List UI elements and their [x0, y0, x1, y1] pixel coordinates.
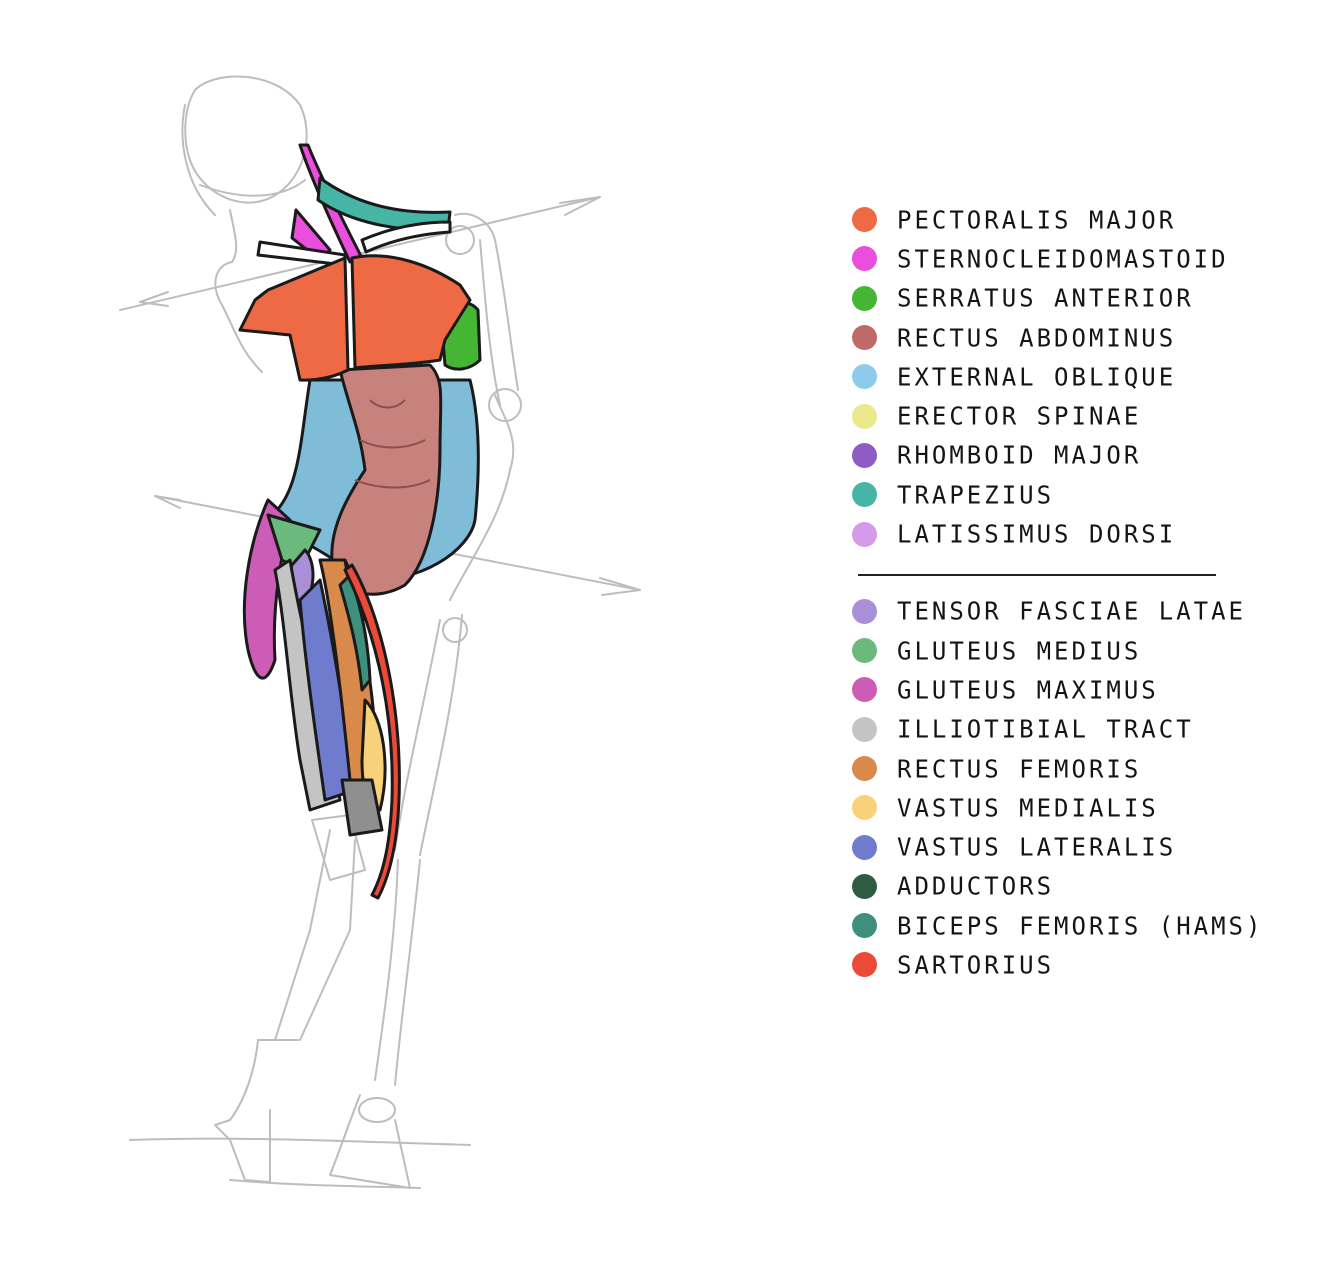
legend-color-dot [852, 795, 877, 821]
legend-item: SERRATUS ANTERIOR [840, 279, 1280, 318]
legend-item: ADDUCTORS [840, 867, 1280, 906]
legend-color-dot [852, 246, 877, 272]
legend-item: GLUTEUS MEDIUS [840, 631, 1280, 670]
legend-label: PECTORALIS MAJOR [897, 204, 1177, 235]
legend-label: VASTUS MEDIALIS [897, 793, 1159, 823]
legend-color-dot [852, 207, 877, 233]
legend-item: VASTUS MEDIALIS [840, 788, 1280, 827]
legend-item: ILLIOTIBIAL TRACT [840, 710, 1280, 749]
legend-label: BICEPS FEMORIS (HAMS) [897, 910, 1264, 941]
legend-color-dot [852, 952, 877, 978]
legend-color-dot [852, 364, 877, 390]
legend-item: RECTUS ABDOMINUS [840, 318, 1280, 357]
legend-label: EXTERNAL OBLIQUE [897, 362, 1177, 392]
legend-label: ILLIOTIBIAL TRACT [897, 714, 1194, 744]
legend-item: VASTUS LATERALIS [840, 827, 1280, 866]
legend-label: RECTUS FEMORIS [897, 753, 1142, 784]
anatomy-figure [119, 75, 641, 1189]
legend-item: TRAPEZIUS [840, 475, 1280, 514]
legend-label: GLUTEUS MEDIUS [897, 635, 1142, 666]
legend-color-dot [852, 716, 877, 742]
legend-item: PECTORALIS MAJOR [840, 200, 1280, 239]
legend-label: ADDUCTORS [897, 871, 1055, 902]
legend-color-dot [852, 442, 877, 468]
legend-label: SERRATUS ANTERIOR [897, 283, 1194, 313]
legend-color-dot [852, 873, 877, 899]
legend-label: VASTUS LATERALIS [897, 832, 1177, 862]
legend-label: STERNOCLEIDOMASTOID [897, 244, 1229, 274]
legend-label: RHOMBOID MAJOR [897, 440, 1142, 471]
legend-color-dot [852, 403, 877, 429]
legend-color-dot [852, 638, 877, 664]
legend-color-dot [852, 756, 877, 781]
legend-item: ERECTOR SPINAE [840, 396, 1280, 435]
legend-item: STERNOCLEIDOMASTOID [840, 239, 1280, 278]
legend-item: SARTORIUS [840, 945, 1280, 984]
legend-label: LATISSIMUS DORSI [897, 519, 1177, 549]
legend-color-dot [852, 325, 877, 351]
legend-item: GLUTEUS MAXIMUS [840, 670, 1280, 709]
legend-color-dot [852, 482, 877, 508]
muscle-shapes [238, 143, 482, 900]
legend-color-dot [852, 834, 877, 860]
legend-item: TENSOR FASCIAE LATAE [840, 592, 1280, 631]
legend-item: RHOMBOID MAJOR [840, 436, 1280, 475]
legend-color-dot [852, 913, 877, 939]
legend-label: TENSOR FASCIAE LATAE [897, 596, 1246, 627]
sketch-lines [119, 75, 641, 1189]
muscle-legend: PECTORALIS MAJOR STERNOCLEIDOMASTOID SERRA… [840, 200, 1280, 985]
legend-divider [858, 573, 1216, 576]
legend-label: SARTORIUS [897, 950, 1055, 980]
legend-item: EXTERNAL OBLIQUE [840, 357, 1280, 396]
legend-color-dot [852, 521, 877, 547]
legend-color-dot [852, 598, 877, 624]
legend-group-lower-body: TENSOR FASCIAE LATAE GLUTEUS MEDIUS GLUTEU… [840, 592, 1280, 985]
legend-label: TRAPEZIUS [897, 480, 1055, 510]
legend-item: LATISSIMUS DORSI [840, 514, 1280, 553]
legend-color-dot [852, 285, 877, 311]
legend-label: GLUTEUS MAXIMUS [897, 675, 1159, 705]
legend-label: RECTUS ABDOMINUS [897, 322, 1177, 353]
legend-item: BICEPS FEMORIS (HAMS) [840, 906, 1280, 945]
legend-color-dot [852, 677, 877, 703]
legend-item: RECTUS FEMORIS [840, 749, 1280, 788]
legend-label: ERECTOR SPINAE [897, 401, 1142, 431]
legend-group-upper-body: PECTORALIS MAJOR STERNOCLEIDOMASTOID SERRA… [840, 200, 1280, 554]
